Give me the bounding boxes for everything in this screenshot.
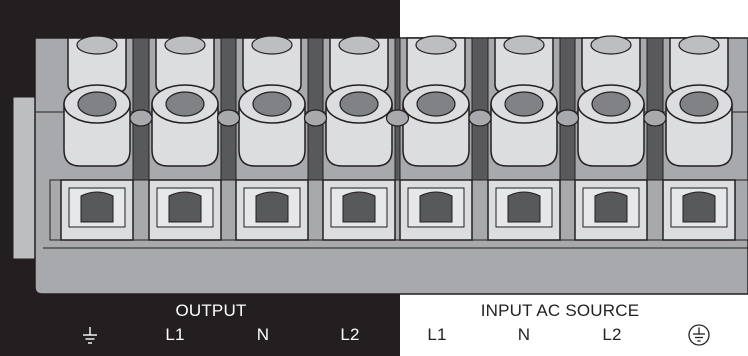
- input-ac-source-group-title: INPUT AC SOURCE: [480, 301, 640, 320]
- terminal-bore: [591, 91, 631, 117]
- protective-earth-icon: [688, 324, 710, 346]
- output-group-title: OUTPUT: [175, 301, 247, 320]
- terminal-post: [574, 35, 648, 241]
- terminal-top-cap: [503, 35, 545, 55]
- terminal-post: [235, 35, 309, 241]
- terminal-screw: [342, 191, 376, 223]
- separator-boss: [129, 109, 153, 127]
- terminal-screw: [682, 191, 716, 223]
- terminal-screw: [255, 191, 289, 223]
- terminal-bore: [252, 91, 292, 117]
- terminal-post: [322, 35, 396, 241]
- terminal-post: [60, 35, 134, 241]
- terminal-bore: [416, 91, 456, 117]
- terminal-separator-recess: [559, 37, 576, 181]
- terminal-post: [399, 35, 473, 241]
- terminal-top-cap: [590, 35, 632, 55]
- terminal-separator-recess: [394, 37, 401, 181]
- separator-boss: [643, 109, 667, 127]
- terminal-top-cap: [338, 35, 380, 55]
- terminal-separator-recess: [220, 37, 237, 181]
- separator-boss: [468, 109, 492, 127]
- separator-boss: [216, 109, 241, 127]
- terminal-top-cap: [251, 35, 293, 55]
- terminal-screw: [594, 191, 628, 223]
- input-terminal-n-label: N: [517, 325, 531, 344]
- ground-icon: [83, 327, 97, 344]
- output-terminal-l2-label: L2: [340, 325, 360, 344]
- terminal-bore: [165, 91, 205, 117]
- terminal-top-cap: [164, 35, 206, 55]
- separator-boss: [385, 109, 410, 127]
- output-terminal-n-label: N: [256, 325, 270, 344]
- terminal-separator-recess: [646, 37, 664, 181]
- terminal-separator-recess: [132, 37, 150, 181]
- terminal-bore: [504, 91, 544, 117]
- terminal-top-cap: [76, 35, 118, 55]
- terminal-separator-recess: [307, 37, 324, 181]
- terminal-top-cap: [415, 35, 457, 55]
- terminal-bore: [679, 91, 719, 117]
- separator-boss: [555, 109, 580, 127]
- terminal-bore: [339, 91, 379, 117]
- terminal-screw: [507, 191, 541, 223]
- output-terminal-l1-label: L1: [165, 325, 185, 344]
- input-terminal-l1-label: L1: [427, 325, 447, 344]
- terminal-top-cap: [678, 35, 720, 55]
- terminal-screw: [168, 191, 202, 223]
- terminal-separator-recess: [471, 37, 489, 181]
- terminal-screw: [80, 191, 114, 223]
- terminal-bore: [77, 91, 117, 117]
- terminal-screw: [419, 191, 453, 223]
- input-terminal-l2-label: L2: [602, 325, 622, 344]
- terminal-post: [487, 35, 561, 241]
- terminal-post: [148, 35, 222, 241]
- separator-boss: [303, 109, 328, 127]
- terminal-post: [662, 35, 736, 241]
